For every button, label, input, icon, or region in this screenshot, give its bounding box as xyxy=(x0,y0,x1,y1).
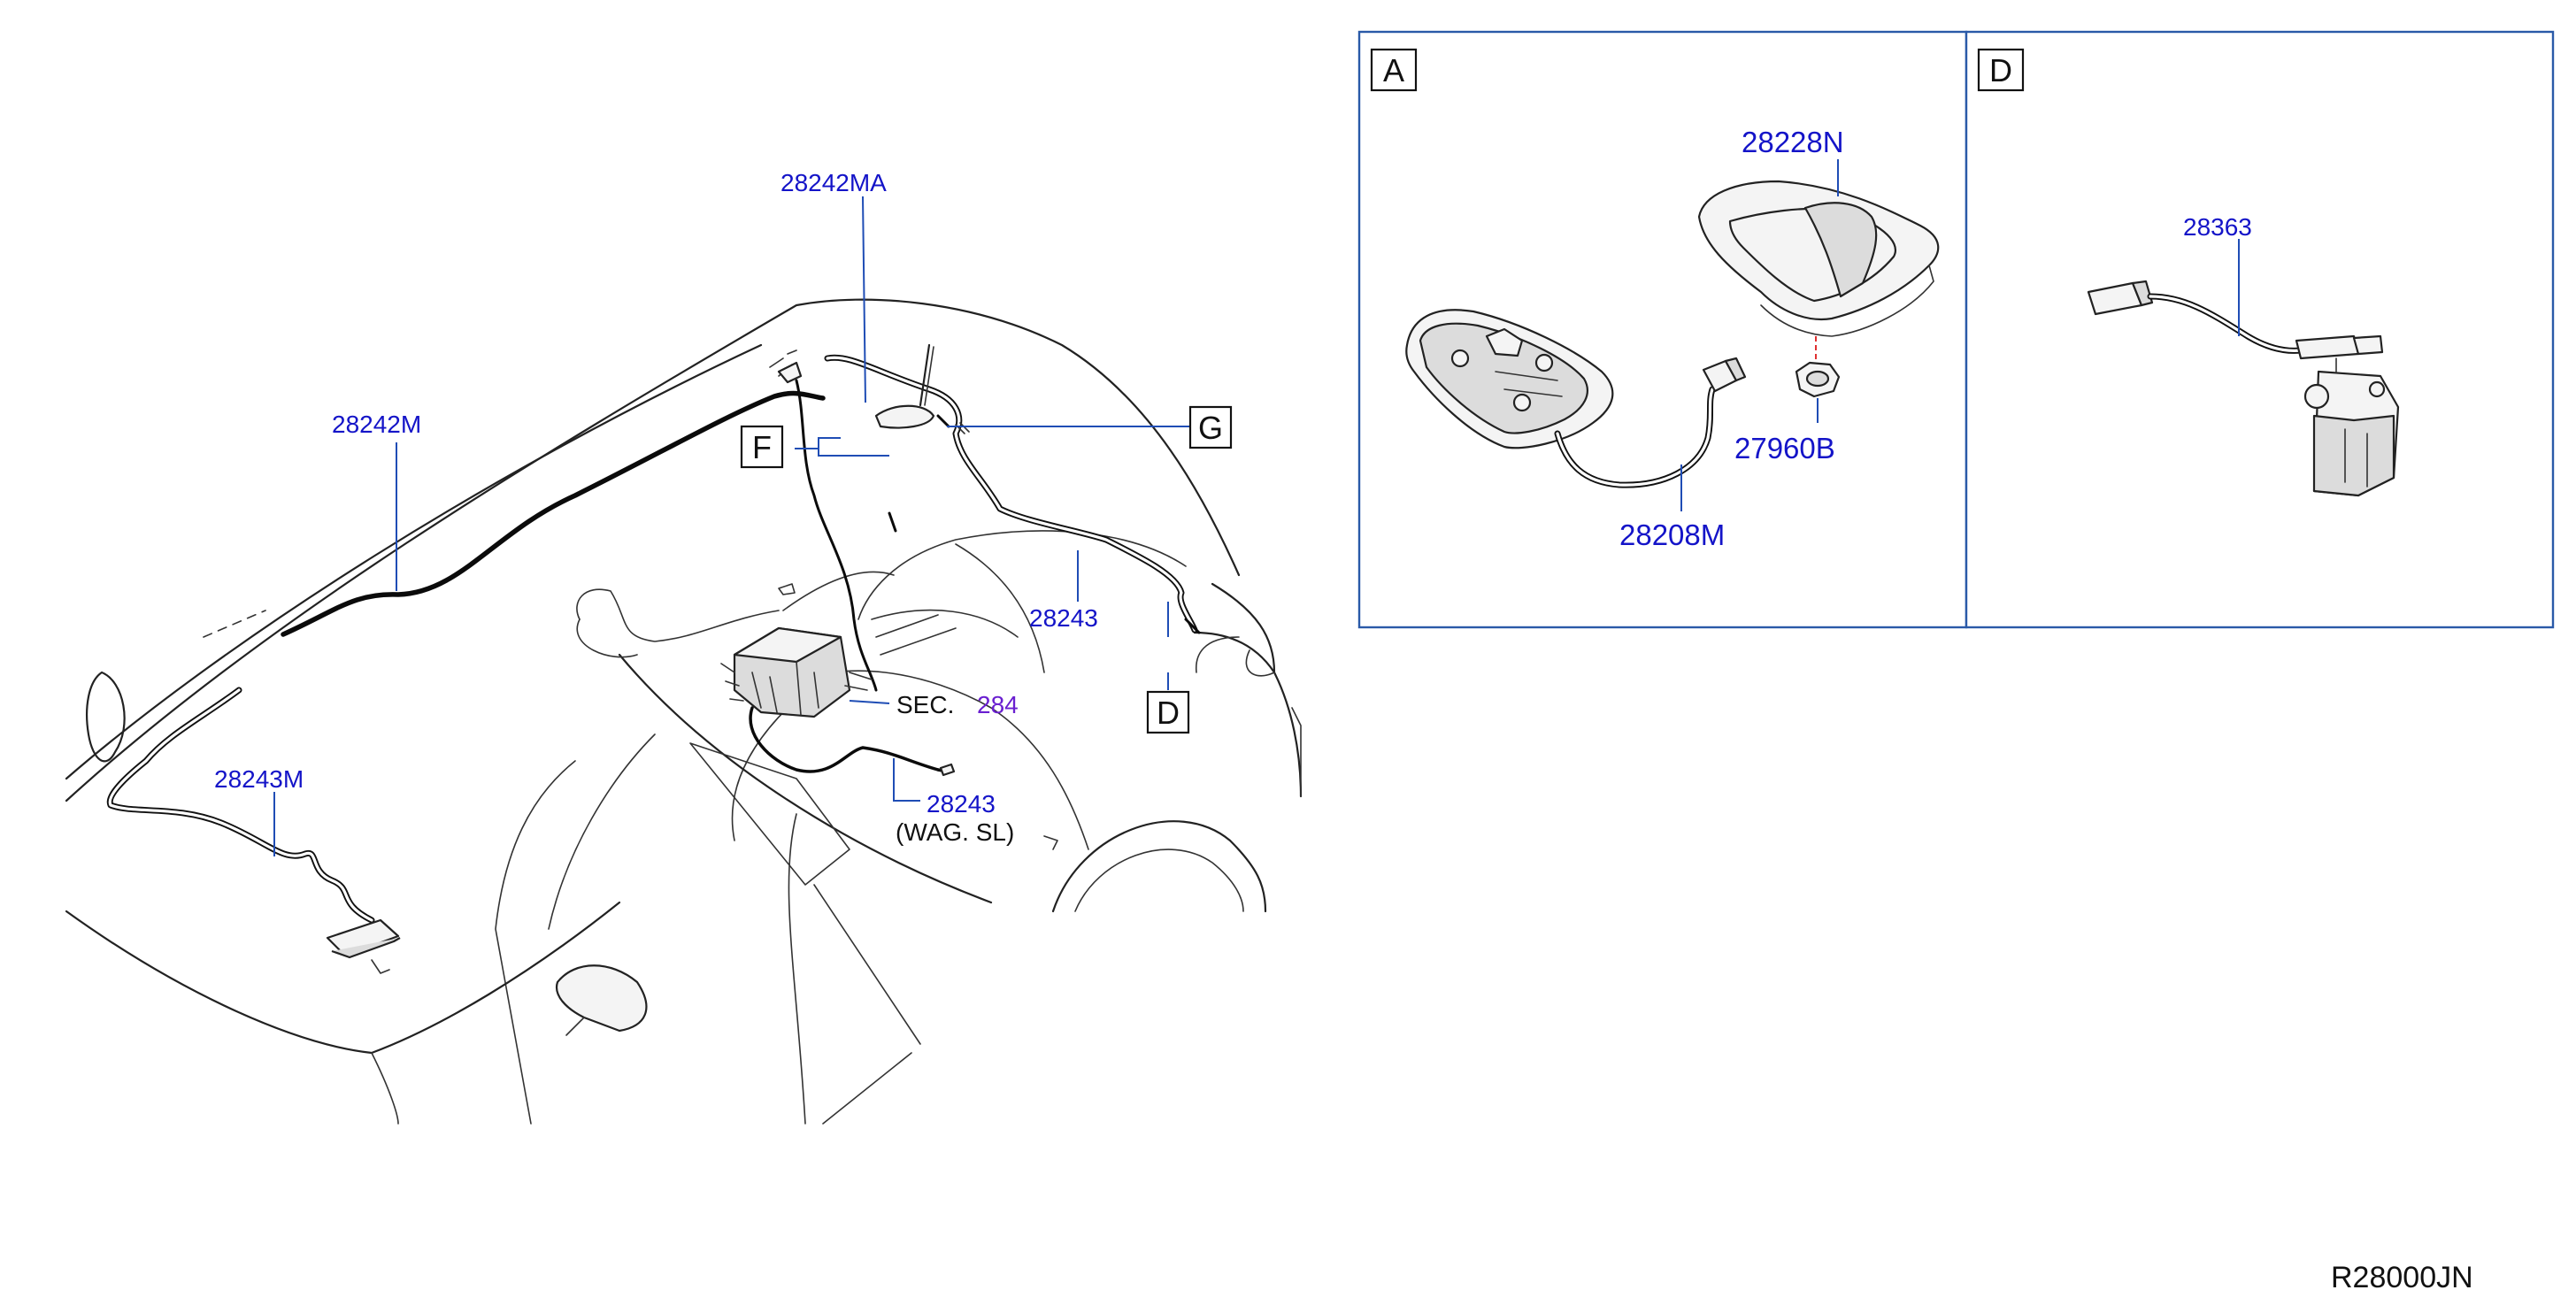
harness-28243-wagon xyxy=(749,706,956,777)
callout-28242M: 28242M xyxy=(332,411,421,438)
ref-box-f-label: F xyxy=(752,429,772,465)
feeder-cable-28363 xyxy=(2087,280,2400,497)
sec-label: SEC. xyxy=(896,691,954,718)
callout-28228N: 28228N xyxy=(1742,126,1844,158)
ref-box-g: G xyxy=(1188,405,1233,449)
callout-28208M: 28208M xyxy=(1619,518,1725,551)
inset-d: D 28363 xyxy=(1965,30,2555,629)
inset-a-label: A xyxy=(1383,52,1404,88)
inset-a: A 28228N xyxy=(1357,30,1968,629)
callout-28363: 28363 xyxy=(2183,213,2252,241)
harness-28243-roof xyxy=(795,354,1201,692)
vehicle-outline xyxy=(65,298,1303,1125)
module-sec-284 xyxy=(720,626,873,718)
roof-antenna xyxy=(769,343,935,429)
harness-28242M xyxy=(281,390,826,637)
nut-27960B xyxy=(1795,361,1841,398)
antenna-base xyxy=(1405,309,1747,488)
inset-d-label: D xyxy=(1989,52,2012,88)
wagon-note: (WAG. SL) xyxy=(896,818,1014,846)
diagram-id: R28000JN xyxy=(2331,1261,2473,1294)
ref-box-f: F xyxy=(740,425,784,469)
leader-lines xyxy=(273,196,1190,856)
callout-28242MA: 28242MA xyxy=(780,169,887,196)
ref-box-d-label: D xyxy=(1157,695,1180,731)
sec-number: 284 xyxy=(977,691,1019,718)
harness-28243M xyxy=(106,687,401,974)
callout-28243M: 28243M xyxy=(214,765,304,793)
callout-27960B: 27960B xyxy=(1734,432,1835,465)
ref-box-g-label: G xyxy=(1198,410,1223,446)
shark-fin-cover xyxy=(1697,180,1940,337)
callout-28243-roof: 28243 xyxy=(1029,604,1098,632)
callout-28243-wagon: 28243 xyxy=(927,790,996,818)
ref-box-d: D xyxy=(1146,690,1190,734)
